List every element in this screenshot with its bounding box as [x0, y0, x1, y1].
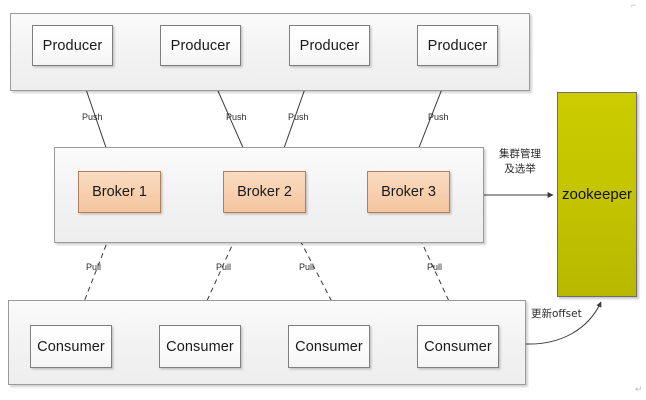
producer-box-3[interactable]: Producer	[289, 25, 370, 66]
cluster-management-line-2: 及选举	[504, 163, 536, 175]
broker-box-2[interactable]: Broker 2	[223, 171, 306, 213]
corner-mark-bottom-right: ↵	[635, 384, 643, 394]
pull-label-2: Pull	[216, 262, 232, 272]
consumer-label: Consumer	[37, 338, 105, 355]
cluster-management-line-1: 集群管理	[499, 148, 541, 160]
consumer-box-3[interactable]: Consumer	[288, 325, 370, 368]
producer-box-4[interactable]: Producer	[417, 25, 498, 66]
broker-box-3[interactable]: Broker 3	[367, 171, 450, 213]
producer-label: Producer	[427, 37, 488, 54]
update-offset-annotation: 更新offset	[531, 308, 582, 320]
corner-mark-top-right: ⌐	[631, 0, 637, 10]
broker-label: Broker 2	[237, 184, 292, 200]
push-label-1: Push	[82, 112, 103, 122]
pull-label-3: Pull	[299, 262, 315, 272]
pull-label-4: Pull	[427, 262, 443, 272]
broker-label: Broker 3	[381, 184, 436, 200]
consumer-label: Consumer	[424, 338, 492, 355]
pull-label-1: Pull	[86, 262, 102, 272]
consumer-box-1[interactable]: Consumer	[30, 325, 112, 368]
push-label-2: Push	[226, 112, 247, 122]
broker-label: Broker 1	[92, 184, 147, 200]
consumer-label: Consumer	[295, 338, 363, 355]
consumer-box-4[interactable]: Consumer	[417, 325, 499, 368]
broker-box-1[interactable]: Broker 1	[78, 171, 161, 213]
zookeeper-label: zookeeper	[562, 186, 633, 203]
consumer-box-2[interactable]: Consumer	[159, 325, 241, 368]
producer-label: Producer	[299, 37, 360, 54]
push-label-3: Push	[288, 112, 309, 122]
cluster-management-annotation: 集群管理 及选举	[492, 147, 548, 177]
push-label-4: Push	[428, 112, 449, 122]
producer-label: Producer	[42, 37, 103, 54]
producer-label: Producer	[170, 37, 231, 54]
consumer-label: Consumer	[166, 338, 234, 355]
zookeeper-box[interactable]: zookeeper	[557, 92, 637, 297]
producer-box-2[interactable]: Producer	[160, 25, 241, 66]
producer-box-1[interactable]: Producer	[32, 25, 113, 66]
